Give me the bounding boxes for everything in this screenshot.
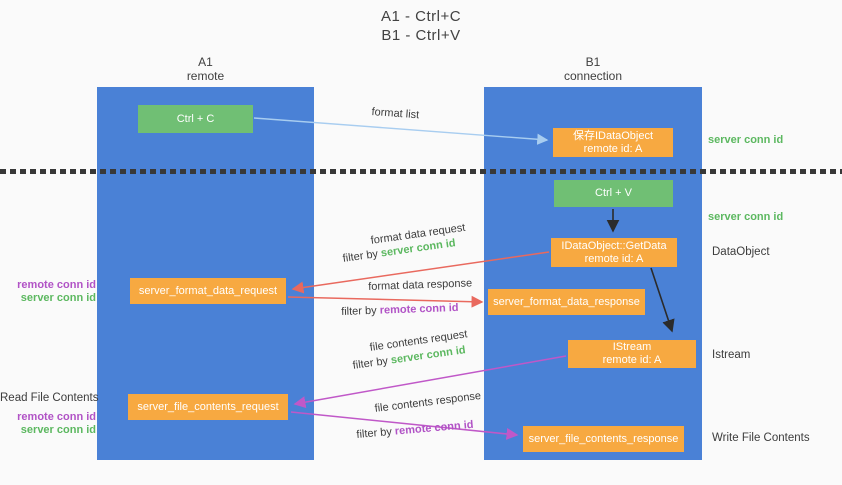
format-data-response-filter-label: filter by remote conn id xyxy=(341,302,459,318)
read-file-contents-label: Read File Contents xyxy=(0,392,99,404)
server-conn-id-label: server conn id xyxy=(20,424,96,436)
lane-b1-name: B1 xyxy=(585,55,601,69)
remote-conn-id-text: remote conn id xyxy=(379,301,459,317)
node-save-idataobject-line2: remote id: A xyxy=(583,142,643,155)
node-getdata-line2: remote id: A xyxy=(584,252,644,265)
node-ctrl-c-label: Ctrl + C xyxy=(176,112,215,125)
node-save-idataobject-line1: 保存IDataObject xyxy=(572,129,654,142)
node-istream: IStream remote id: A xyxy=(568,340,696,368)
node-getdata-line1: IDataObject::GetData xyxy=(561,239,667,252)
filter-by-text: filter by xyxy=(356,425,393,441)
node-file-response-label: server_file_contents_response xyxy=(528,432,679,445)
dotted-divider xyxy=(0,169,842,174)
node-server-file-contents-request: server_file_contents_request xyxy=(128,394,288,420)
write-file-contents-label: Write File Contents xyxy=(712,432,810,444)
node-format-response-label: server_format_data_response xyxy=(493,295,640,308)
format-data-response-label: format data response xyxy=(368,277,473,293)
filter-by-text: filter by xyxy=(352,355,389,372)
node-save-idataobject: 保存IDataObject remote id: A xyxy=(553,128,673,157)
remote-conn-id-label: remote conn id xyxy=(17,411,96,423)
left-conn-id-group-2: remote conn id server conn id xyxy=(0,411,96,437)
dataobject-label: DataObject xyxy=(712,246,770,258)
file-contents-response-filter-label: filter by remote conn id xyxy=(356,419,474,441)
node-format-request-label: server_format_data_request xyxy=(138,284,278,297)
server-conn-id-label-mid: server conn id xyxy=(708,211,784,223)
node-istream-line2: remote id: A xyxy=(602,354,662,366)
file-contents-response-label: file contents response xyxy=(374,389,482,415)
title-line-2: B1 - Ctrl+V xyxy=(381,27,461,44)
remote-conn-id-text: remote conn id xyxy=(394,418,474,438)
filter-by-text: filter by xyxy=(341,304,377,318)
node-ctrl-v: Ctrl + V xyxy=(554,180,673,207)
left-conn-id-group-1: remote conn id server conn id xyxy=(0,279,96,305)
node-istream-line1: IStream xyxy=(612,341,652,353)
lane-b1-subtitle: connection xyxy=(563,69,623,83)
lane-header-b1: B1 connection xyxy=(484,55,702,83)
remote-conn-id-label: remote conn id xyxy=(17,279,96,291)
istream-label: Istream xyxy=(712,349,751,361)
node-server-format-data-request: server_format_data_request xyxy=(130,278,286,304)
lane-a1-subtitle: remote xyxy=(186,69,225,83)
format-list-label: format list xyxy=(371,106,420,122)
node-ctrl-c: Ctrl + C xyxy=(138,105,253,133)
node-server-file-contents-response: server_file_contents_response xyxy=(523,426,684,452)
lane-header-a1: A1 remote xyxy=(97,55,314,83)
server-conn-id-label: server conn id xyxy=(20,292,96,304)
node-file-request-label: server_file_contents_request xyxy=(137,400,279,413)
filter-by-text: filter by xyxy=(342,248,379,265)
node-server-format-data-response: server_format_data_response xyxy=(488,289,645,315)
node-ctrl-v-label: Ctrl + V xyxy=(595,187,632,199)
diagram-title: A1 - Ctrl+C B1 - Ctrl+V xyxy=(0,7,842,45)
lane-a1-name: A1 xyxy=(198,55,213,69)
node-idataobject-getdata: IDataObject::GetData remote id: A xyxy=(551,238,677,267)
title-line-1: A1 - Ctrl+C xyxy=(380,8,462,25)
server-conn-id-label-top: server conn id xyxy=(708,134,784,146)
